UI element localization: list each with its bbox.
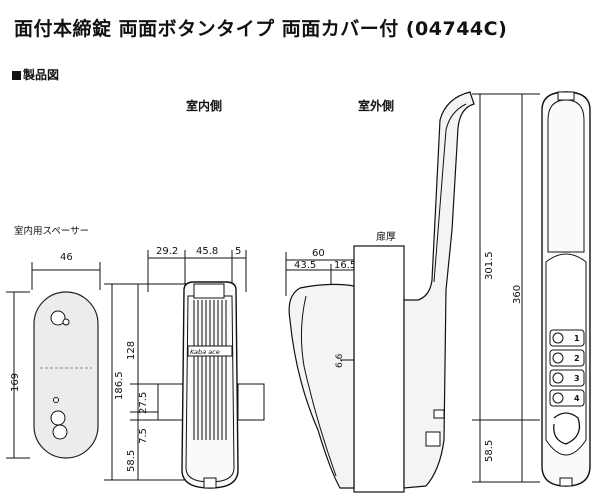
indoor-front-drawing: 29.2 45.8 5 186.5 128 27.5 7.5 58.5	[104, 246, 265, 489]
indoor-upper-height-dim: 128	[126, 341, 137, 360]
side-depth-dim: 60	[312, 248, 325, 259]
indoor-w2-dim: 45.8	[196, 246, 218, 257]
indoor-logo: Kaba ace	[190, 348, 220, 356]
button-label-2: 2	[574, 354, 580, 363]
side-view-drawing: 60 43.5 16.5 扉厚 6.6	[285, 91, 475, 493]
indoor-view-label: 室内側	[186, 99, 223, 113]
section-heading: 製品図	[12, 66, 59, 83]
door-thickness-label: 扉厚	[376, 230, 396, 243]
button-label-4: 4	[574, 394, 580, 403]
indoor-total-height-dim: 186.5	[114, 371, 125, 400]
side-small-dim: 6.6	[335, 353, 345, 368]
indoor-7-dim: 7.5	[138, 428, 149, 444]
outdoor-upper-height-dim: 301.5	[484, 251, 495, 280]
spacer-label: 室内用スペーサー	[14, 225, 89, 237]
spacer-width-dim: 46	[60, 252, 73, 263]
outdoor-total-height-dim: 360	[512, 285, 523, 304]
outdoor-front-drawing: 301.5 360 58.5 1 2 3 4	[472, 91, 591, 487]
button-label-3: 3	[574, 374, 580, 383]
indoor-27-dim: 27.5	[138, 392, 149, 414]
square-bullet-icon	[12, 71, 21, 80]
side-d2-dim: 16.5	[334, 260, 356, 271]
indoor-w3-dim: 5	[235, 246, 241, 257]
spacer-height-dim: 169	[10, 373, 21, 392]
indoor-bottom-height-dim: 58.5	[126, 450, 137, 472]
indoor-w1-dim: 29.2	[156, 246, 178, 257]
page-title: 面付本締錠 両面ボタンタイプ 両面カバー付 (04744C)	[14, 18, 508, 40]
button-label-1: 1	[574, 334, 580, 343]
side-d1-dim: 43.5	[294, 260, 316, 271]
outdoor-bottom-height-dim: 58.5	[484, 440, 495, 462]
spacer-drawing: 室内用スペーサー 46 169	[6, 225, 101, 459]
section-label: 製品図	[23, 68, 60, 82]
outdoor-view-label: 室外側	[358, 99, 395, 113]
